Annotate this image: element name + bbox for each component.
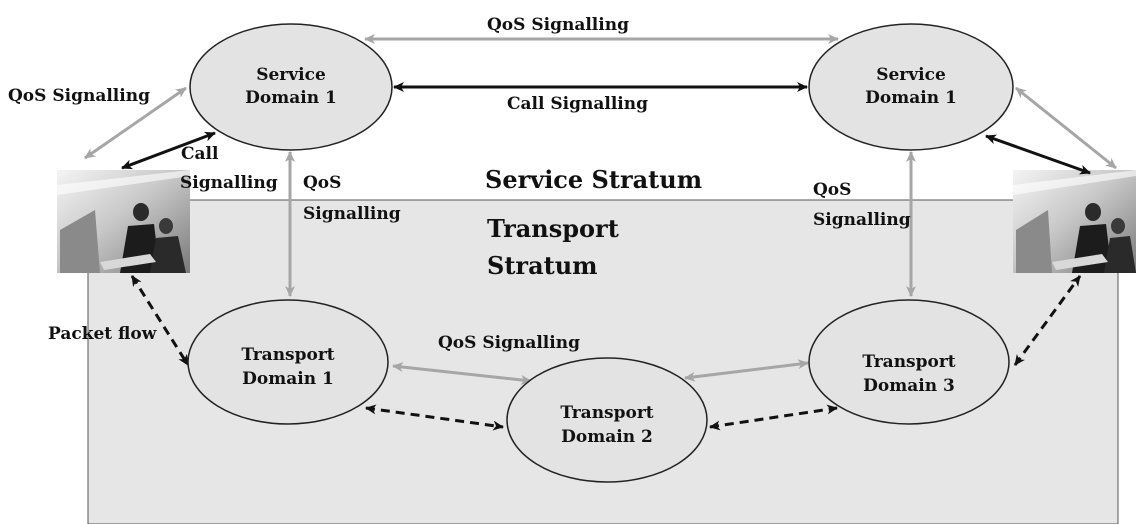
transport-domain-2-line1: Transport (560, 403, 653, 423)
service-domain-right: Service Domain 1 (808, 23, 1014, 151)
left-user-photo (57, 170, 190, 273)
qos-signalling-center-right-label-line2: Signalling (813, 210, 911, 230)
transport-domain-1: Transport Domain 1 (187, 299, 389, 425)
transport-domain-3-line2: Domain 3 (863, 376, 955, 396)
transport-domain-3: Transport Domain 3 (808, 299, 1010, 425)
call-signalling-left-label-line2: Signalling (180, 173, 278, 193)
right-user-photo (1013, 170, 1136, 273)
qos-signalling-center-right-label-line1: QoS (813, 180, 851, 200)
packet-flow-td2-td3 (709, 404, 838, 431)
transport-domain-2: Transport Domain 2 (506, 357, 708, 483)
transport-domain-3-line1: Transport (862, 352, 955, 372)
service-domain-right-line2: Domain 1 (865, 88, 957, 108)
packet-flow-td1-td2 (365, 404, 504, 431)
transport-domain-1-line1: Transport (241, 345, 334, 365)
packet-flow-user-td1 (130, 275, 190, 366)
call-signalling-left-label-line1: Call (181, 144, 219, 164)
call-arrow-user-service-left (121, 131, 216, 170)
service-stratum-label: Service Stratum (485, 165, 702, 194)
qos-arrow-td2-td3 (684, 359, 809, 382)
qos-arrow-user-service-left (84, 86, 187, 160)
qos-signalling-transport-label: QoS Signalling (438, 333, 580, 353)
qos-signalling-center-left-label-line2: Signalling (303, 204, 401, 224)
packet-flow-td3-user (1013, 275, 1082, 366)
service-domain-left-line1: Service (256, 65, 326, 85)
service-domain-right-line1: Service (876, 65, 946, 85)
qos-signalling-top-label: QoS Signalling (487, 15, 629, 35)
qos-signalling-left-label: QoS Signalling (8, 86, 150, 106)
service-domain-left: Service Domain 1 (189, 23, 393, 151)
transport-domain-1-line2: Domain 1 (242, 369, 334, 389)
qos-arrow-td1-td2 (392, 362, 532, 385)
qos-signalling-center-left-label-line1: QoS (303, 173, 341, 193)
transport-stratum-label-line2: Stratum (487, 251, 598, 280)
transport-stratum-label-line1: Transport (487, 214, 619, 243)
call-signalling-middle-label: Call Signalling (507, 94, 648, 114)
qos-arrow-service-user-right (1015, 86, 1117, 170)
call-arrow-service-user-right (985, 134, 1091, 175)
packet-flow-label: Packet flow (48, 324, 157, 344)
service-domain-left-line2: Domain 1 (245, 88, 337, 108)
transport-domain-2-line2: Domain 2 (561, 427, 653, 447)
